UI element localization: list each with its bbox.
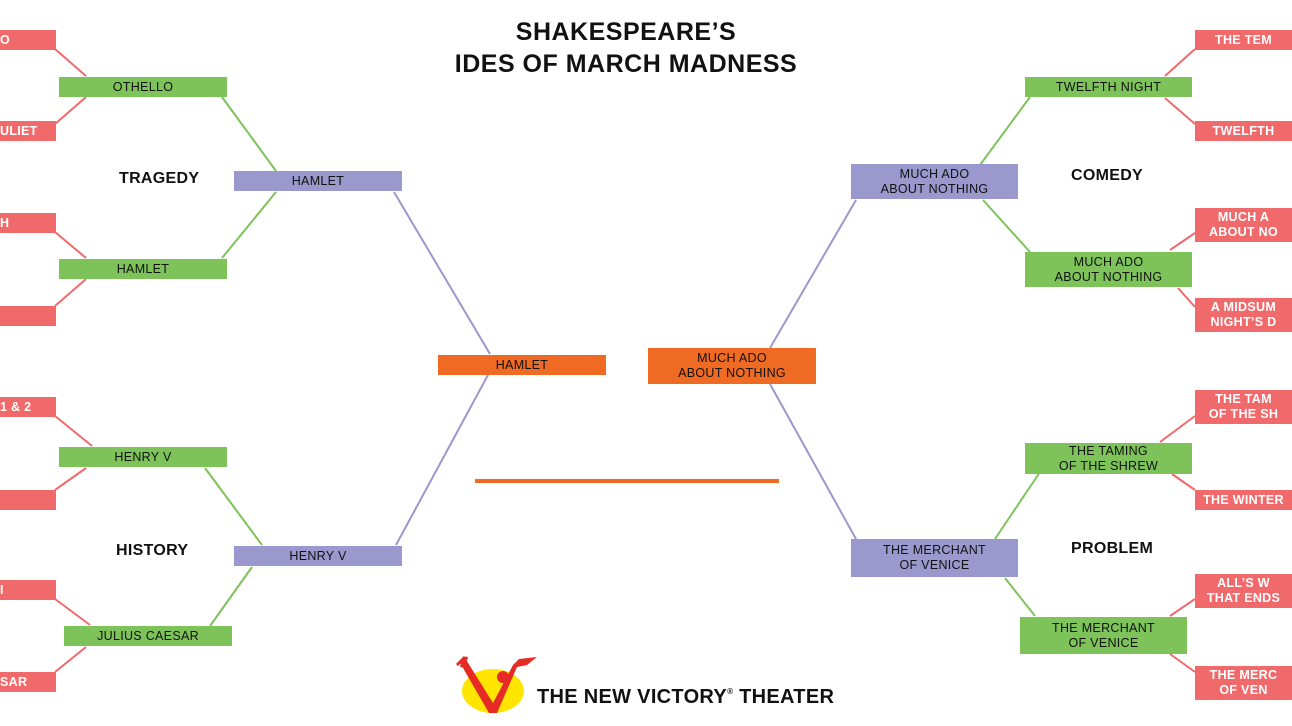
page-title-line1: SHAKESPEARE’S [515,18,737,46]
left-r1-slot-5[interactable]: 1 & 2 [0,397,56,417]
left-r1-slot-8[interactable]: SAR [0,672,56,692]
region-tragedy: TRAGEDY [119,170,200,187]
logo-text: THE NEW VICTORY® THEATER [537,686,834,709]
right-r1-slot-6[interactable]: THE WINTER [1195,490,1292,510]
left-r2-slot-4[interactable]: JULIUS CAESAR [64,626,232,646]
logo-suffix: THEATER [733,686,835,708]
left-r2-slot-3[interactable]: HENRY V [59,447,227,467]
right-r2-slot-2[interactable]: MUCH ADO ABOUT NOTHING [1025,252,1192,287]
right-r1-slot-1[interactable]: THE TEM [1195,30,1292,50]
right-r2-slot-4[interactable]: THE MERCHANT OF VENICE [1020,617,1187,654]
left-r2-slot-2[interactable]: HAMLET [59,259,227,279]
right-r1-slot-7[interactable]: ALL’S W THAT ENDS [1195,574,1292,608]
left-r3-slot-1[interactable]: HAMLET [234,171,402,191]
right-finalist[interactable]: MUCH ADO ABOUT NOTHING [648,348,816,384]
region-history: HISTORY [116,542,189,559]
left-r1-slot-7[interactable]: I [0,580,56,600]
left-r1-slot-1[interactable]: O [0,30,56,50]
right-r1-slot-5[interactable]: THE TAM OF THE SH [1195,390,1292,424]
right-r1-slot-4[interactable]: A MIDSUM NIGHT’S D [1195,298,1292,332]
champion-line[interactable] [475,479,779,483]
right-r1-slot-8[interactable]: THE MERC OF VEN [1195,666,1292,700]
right-r3-slot-1[interactable]: MUCH ADO ABOUT NOTHING [851,164,1018,199]
right-r2-slot-1[interactable]: TWELFTH NIGHT [1025,77,1192,97]
page-title-line2: IDES OF MARCH MADNESS [454,50,798,78]
left-r1-slot-4[interactable] [0,306,56,326]
left-r1-slot-3[interactable]: H [0,213,56,233]
left-r2-slot-1[interactable]: OTHELLO [59,77,227,97]
new-victory-v-icon [455,655,537,713]
logo-name: THE NEW VICTORY [537,686,728,708]
left-finalist[interactable]: HAMLET [438,355,606,375]
logo-reg-mark: ® [727,687,734,696]
right-r1-slot-3[interactable]: MUCH A ABOUT NO [1195,208,1292,242]
right-r1-slot-2[interactable]: TWELFTH [1195,121,1292,141]
region-comedy: COMEDY [1071,167,1144,184]
left-r3-slot-2[interactable]: HENRY V [234,546,402,566]
region-problem: PROBLEM [1071,540,1154,557]
left-r1-slot-6[interactable] [0,490,56,510]
right-r3-slot-2[interactable]: THE MERCHANT OF VENICE [851,539,1018,577]
left-r1-slot-2[interactable]: ULIET [0,121,56,141]
right-r2-slot-3[interactable]: THE TAMING OF THE SHREW [1025,443,1192,474]
